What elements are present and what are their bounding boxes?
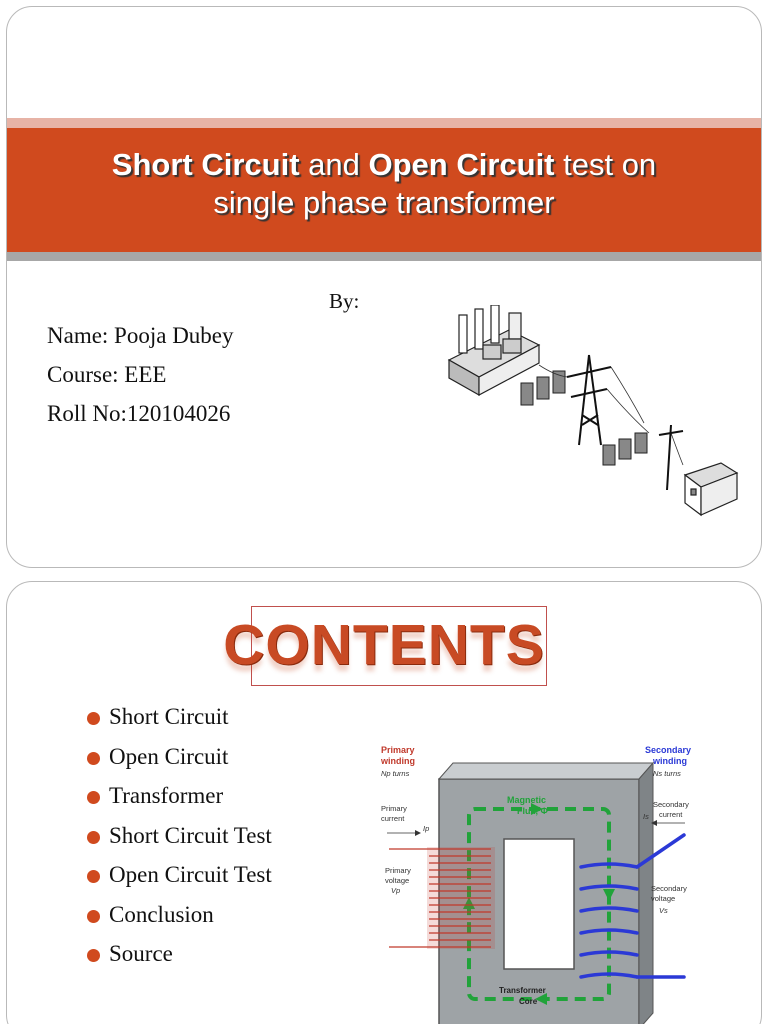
title-banner: Short Circuit and Open Circuit test on s… (7, 128, 761, 252)
transformer-core-top (437, 762, 655, 780)
step-up-transformer-icon (520, 370, 566, 406)
primary-current-label: Primary (381, 804, 407, 813)
secondary-current-label: Secondary (653, 800, 689, 809)
bullet-icon (87, 949, 100, 962)
arrow-right-icon (415, 830, 421, 836)
vp-label: Vp (391, 886, 400, 895)
title-open-circuit: Open Circuit (368, 147, 555, 182)
power-lines (538, 364, 684, 466)
power-grid-illustration (447, 305, 739, 517)
flux-arrow-icon (535, 993, 547, 1005)
list-item: Short Circuit (87, 704, 272, 744)
list-item: Conclusion (87, 902, 272, 942)
secondary-winding-label: Secondary (645, 745, 691, 755)
core-label-2: Core (519, 997, 538, 1006)
secondary-winding-label-2: winding (652, 756, 687, 766)
secondary-current-label-2: current (659, 810, 683, 819)
vs-label: Vs (659, 906, 668, 915)
title-line2: single phase transformer (213, 185, 555, 220)
bullet-icon (87, 870, 100, 883)
contents-heading: CONTENTS (223, 613, 545, 677)
secondary-voltage-label-2: voltage (651, 894, 675, 903)
list-item: Transformer (87, 783, 272, 823)
is-label: Is (643, 812, 649, 821)
primary-winding-shade (427, 847, 495, 949)
banner-bottom-stripe (7, 252, 761, 261)
contents-list: Short Circuit Open Circuit Transformer S… (87, 704, 272, 981)
list-item-label: Short Circuit (109, 704, 229, 729)
arrow-left-icon (651, 820, 657, 826)
bullet-icon (87, 830, 100, 844)
magnetic-flux-label-2: Flux, Φ (517, 806, 549, 816)
primary-winding (389, 848, 491, 948)
author-roll-number: Roll No:120104026 (47, 401, 231, 426)
list-item: Source (87, 941, 272, 981)
primary-voltage-label-2: voltage (385, 876, 409, 885)
title-and: and (299, 147, 369, 182)
primary-winding-label: Primary (381, 745, 415, 755)
list-item-label: Open Circuit (109, 743, 229, 769)
utility-pole-icon (658, 424, 684, 491)
list-item-label: Transformer (109, 783, 224, 808)
house-icon (683, 462, 739, 517)
transformer-core-side (638, 761, 654, 1024)
title-slide: Short Circuit and Open Circuit test on s… (6, 6, 762, 568)
ns-turns-label: Ns turns (653, 769, 681, 778)
np-turns-label: Np turns (381, 769, 410, 778)
list-item: Short Circuit Test (87, 823, 272, 863)
list-item: Open Circuit Test (87, 862, 272, 902)
primary-current-label-2: current (381, 814, 405, 823)
power-station-icon (447, 305, 541, 397)
step-down-transformer-icon (602, 432, 648, 466)
bullet-icon (87, 909, 100, 923)
slide-title: Short Circuit and Open Circuit test on s… (7, 146, 761, 222)
banner-top-stripe (7, 118, 761, 128)
author-name: Name: Pooja Dubey (47, 323, 234, 348)
bullet-icon (87, 751, 100, 765)
secondary-winding (579, 833, 686, 979)
magnetic-flux-label: Magnetic (507, 795, 546, 805)
title-test-on: test on (554, 147, 657, 182)
list-item: Open Circuit (87, 744, 272, 784)
list-item-label: Open Circuit Test (109, 862, 272, 887)
list-item-label: Source (109, 941, 173, 966)
by-label: By: (329, 289, 360, 313)
flux-arrow-icon (531, 803, 543, 815)
bullet-icon (87, 712, 100, 725)
author-course: Course: EEE (47, 362, 167, 387)
transformer-diagram: Primary winding Np turns Primary current… (380, 745, 691, 1024)
core-label: Transformer (499, 986, 546, 995)
flux-arrow-icon (463, 897, 475, 909)
secondary-voltage-label: Secondary (651, 884, 687, 893)
transmission-tower-icon (566, 354, 612, 446)
ip-label: Ip (423, 824, 429, 833)
contents-slide: CONTENTS Short Circuit Open Circuit Tran… (6, 581, 762, 1024)
primary-voltage-label: Primary (385, 866, 411, 875)
flux-arrow-icon (603, 889, 615, 901)
title-short-circuit: Short Circuit (111, 147, 300, 182)
list-item-label: Conclusion (109, 901, 214, 927)
list-item-label: Short Circuit Test (109, 822, 272, 848)
contents-heading-box (251, 606, 547, 686)
bullet-icon (87, 791, 100, 804)
primary-winding-label-2: winding (380, 756, 415, 766)
